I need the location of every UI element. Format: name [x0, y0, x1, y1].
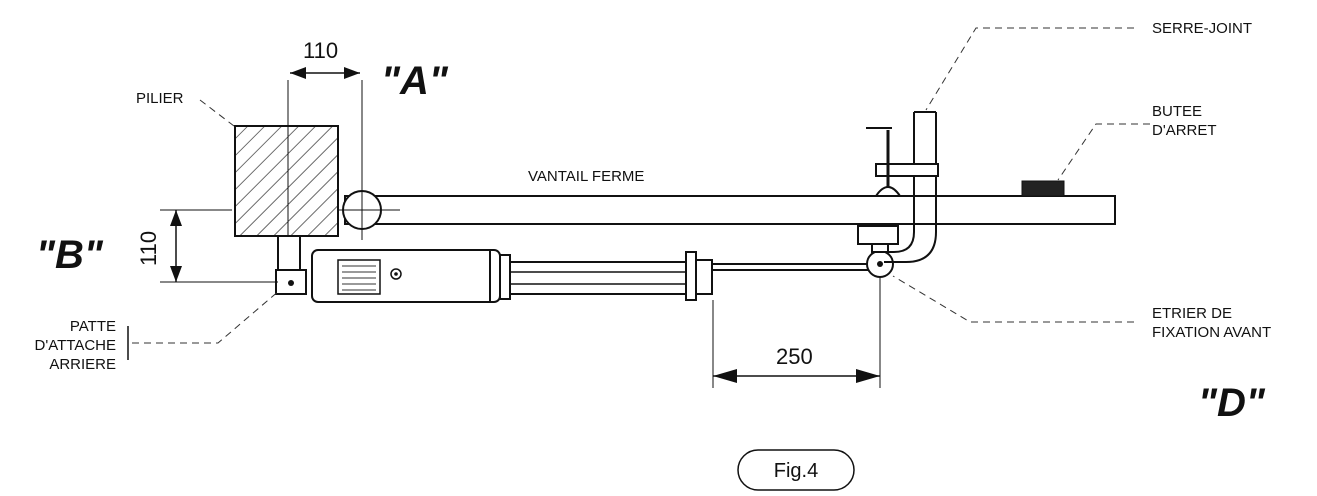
- label-etrier: ETRIER DE: [1152, 305, 1232, 322]
- leader-lines: [127, 27, 1150, 360]
- marker-b: "B": [36, 233, 104, 277]
- figure-number: Fig.4: [774, 460, 818, 482]
- figure-caption: Fig.4: [737, 449, 855, 491]
- label-pilier: PILIER: [136, 90, 184, 107]
- label-darret: D'ARRET: [1152, 122, 1217, 139]
- front-bracket: [857, 225, 899, 278]
- marker-d: "D": [1198, 381, 1266, 425]
- label-butee: BUTEE: [1152, 103, 1202, 120]
- actuator: [311, 249, 868, 303]
- dimension-d-value: 250: [776, 344, 813, 369]
- label-serre-joint: SERRE-JOINT: [1152, 20, 1252, 37]
- label-dattache: D'ATTACHE: [35, 337, 116, 354]
- dimension-b-value: 110: [136, 231, 161, 266]
- dimension-a-value: 110: [303, 38, 338, 63]
- marker-a: "A": [381, 59, 449, 103]
- pillar: [234, 80, 339, 240]
- label-vantail-ferme: VANTAIL FERME: [528, 168, 644, 185]
- dimension-b: 110: [136, 209, 278, 283]
- label-fixation-avant: FIXATION AVANT: [1152, 324, 1271, 341]
- rear-bracket: [275, 235, 307, 295]
- gate-leaf: [338, 80, 1116, 240]
- label-patte: PATTE: [70, 318, 116, 335]
- clamp: [866, 111, 939, 263]
- stop-block: [1021, 180, 1065, 197]
- dimension-a: 110: [290, 38, 360, 79]
- dimension-d: 250: [712, 278, 881, 388]
- label-arriere: ARRIERE: [49, 356, 116, 373]
